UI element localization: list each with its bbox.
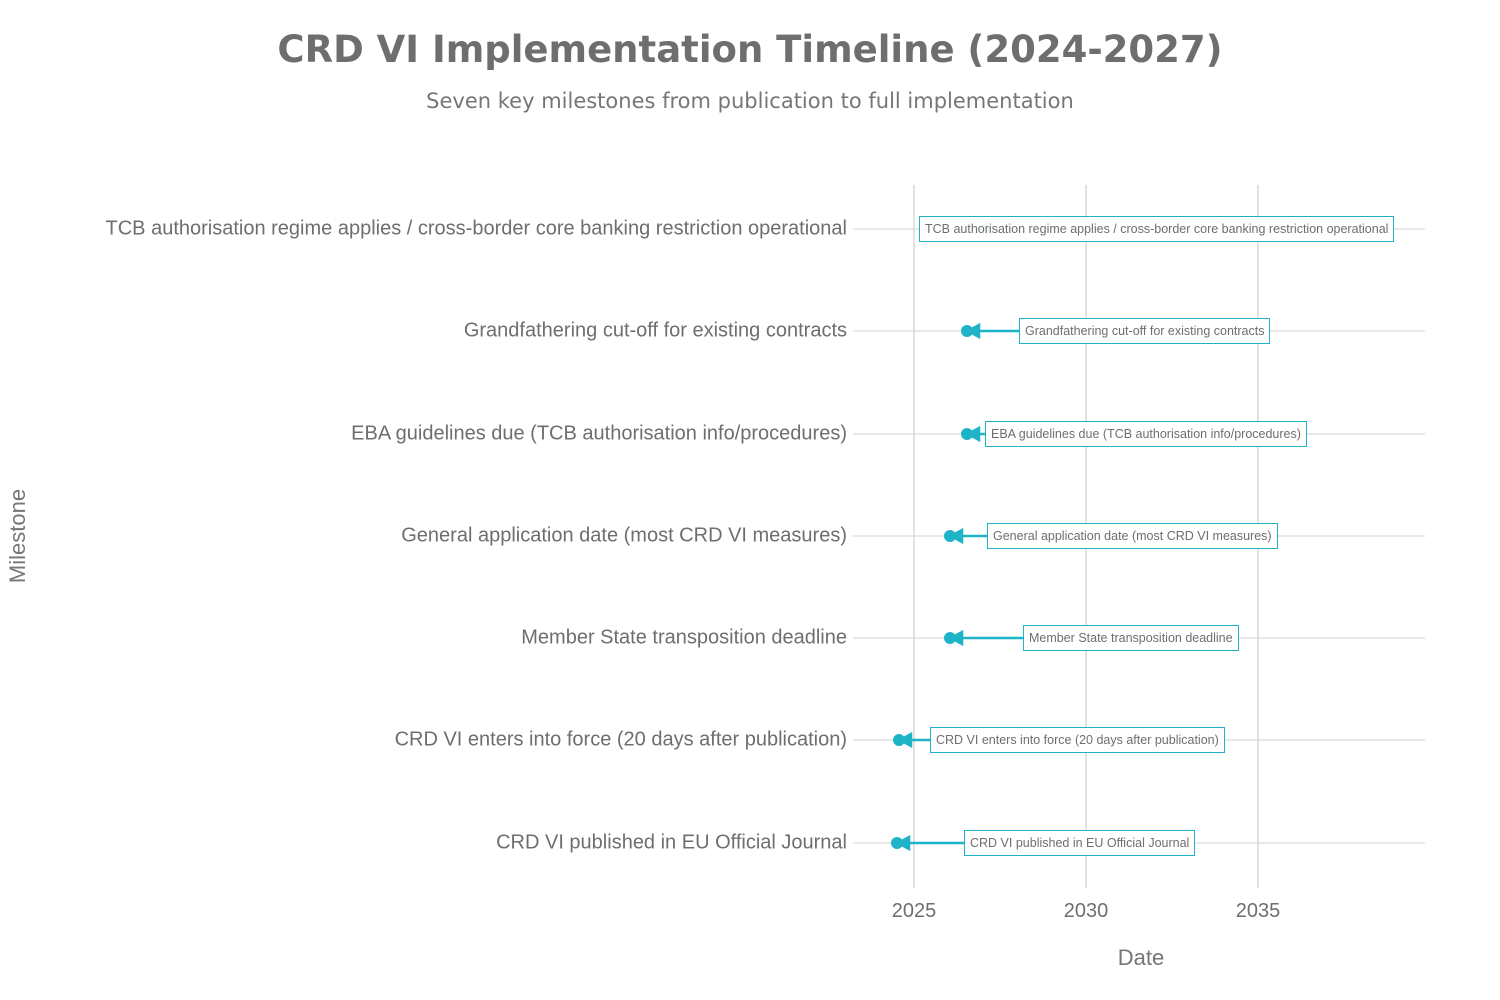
milestone-markers — [891, 223, 991, 849]
y-tick-label: CRD VI enters into force (20 days after … — [394, 728, 847, 751]
y-tick-label: General application date (most CRD VI me… — [401, 524, 847, 547]
annotation-box: General application date (most CRD VI me… — [987, 523, 1278, 549]
marker-general-application[interactable] — [944, 530, 956, 542]
annotation-box: Member State transposition deadline — [1023, 625, 1239, 651]
y-axis-title: Milestone — [5, 488, 30, 584]
annotation-box: TCB authorisation regime applies / cross… — [919, 216, 1395, 242]
x-tick-label: 2025 — [891, 900, 937, 922]
y-tick-label: Grandfathering cut-off for existing cont… — [463, 319, 847, 342]
x-tick-label: 2035 — [1235, 900, 1281, 922]
chart-subtitle: Seven key milestones from publication to… — [426, 89, 1074, 113]
marker-grandfathering[interactable] — [961, 325, 973, 337]
y-tick-label: CRD VI published in EU Official Journal — [496, 831, 847, 854]
annotation-box: EBA guidelines due (TCB authorisation in… — [985, 421, 1307, 447]
y-tick-label: EBA guidelines due (TCB authorisation in… — [351, 422, 847, 445]
annotation-box: CRD VI published in EU Official Journal — [964, 830, 1196, 856]
chart-title: CRD VI Implementation Timeline (2024-202… — [277, 28, 1223, 71]
annotation-box: CRD VI enters into force (20 days after … — [930, 727, 1225, 753]
annotation-box: Grandfathering cut-off for existing cont… — [1019, 318, 1271, 344]
x-tick-label: 2030 — [1063, 900, 1109, 922]
y-tick-label: Member State transposition deadline — [521, 626, 847, 649]
marker-eba[interactable] — [961, 428, 973, 440]
marker-publication[interactable] — [891, 837, 903, 849]
marker-transposition[interactable] — [944, 632, 956, 644]
annotation-arrows — [895, 322, 1023, 852]
x-axis-title: Date — [1117, 945, 1165, 970]
y-tick-label: TCB authorisation regime applies / cross… — [105, 217, 847, 240]
marker-entry-into-force[interactable] — [893, 734, 905, 746]
